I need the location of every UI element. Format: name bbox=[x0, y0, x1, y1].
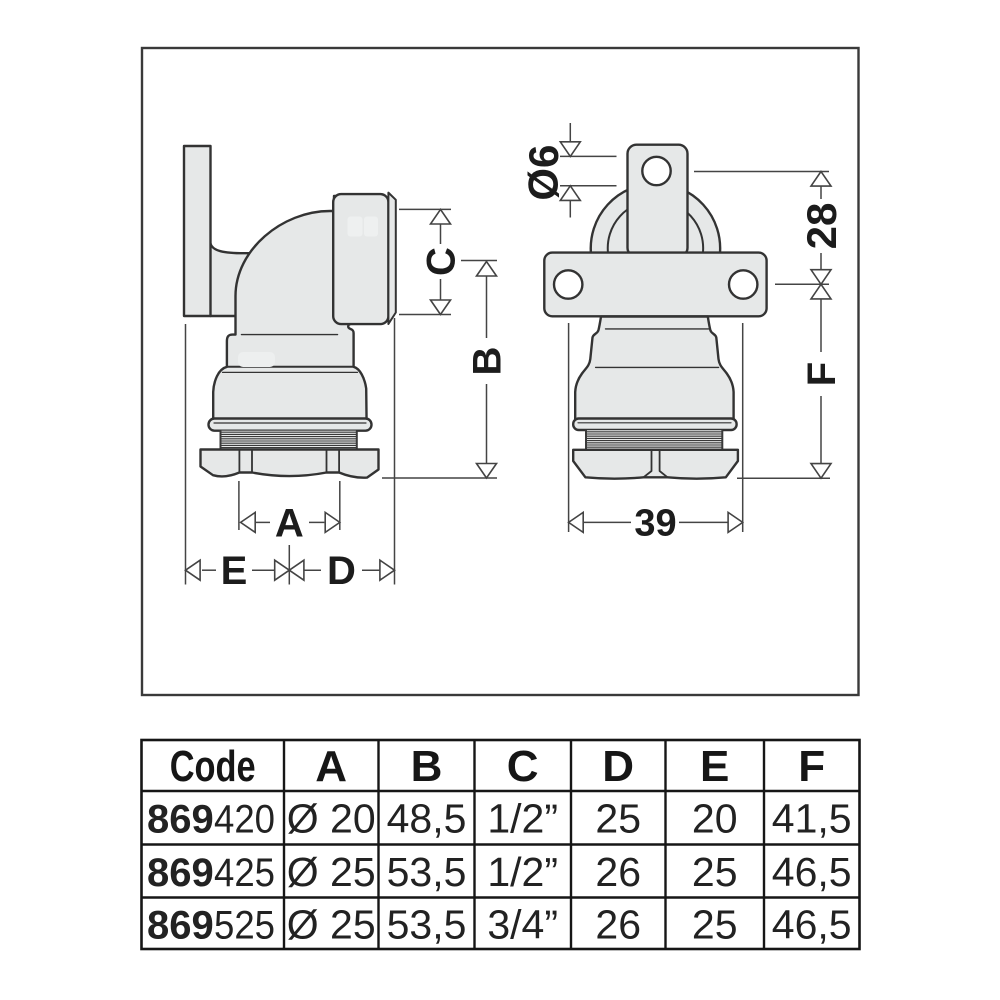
svg-text:420: 420 bbox=[214, 798, 275, 842]
svg-text:26: 26 bbox=[595, 849, 641, 895]
svg-text:525: 525 bbox=[214, 904, 275, 948]
svg-text:E: E bbox=[700, 742, 729, 791]
svg-text:25: 25 bbox=[595, 796, 641, 842]
svg-text:B: B bbox=[411, 742, 443, 791]
svg-text:25: 25 bbox=[692, 849, 738, 895]
svg-text:Ø 25: Ø 25 bbox=[287, 902, 376, 948]
svg-text:53,5: 53,5 bbox=[387, 902, 467, 948]
svg-text:425: 425 bbox=[214, 851, 275, 895]
svg-text:E: E bbox=[221, 549, 248, 593]
svg-text:1/2”: 1/2” bbox=[487, 849, 558, 895]
svg-text:48,5: 48,5 bbox=[387, 796, 467, 842]
svg-text:53,5: 53,5 bbox=[387, 849, 467, 895]
svg-text:C: C bbox=[420, 247, 464, 276]
svg-text:Ø6: Ø6 bbox=[520, 145, 567, 201]
svg-text:46,5: 46,5 bbox=[772, 902, 852, 948]
svg-text:25: 25 bbox=[692, 902, 738, 948]
svg-text:869: 869 bbox=[147, 851, 214, 895]
svg-text:D: D bbox=[602, 742, 634, 791]
svg-text:1/2”: 1/2” bbox=[487, 796, 558, 842]
svg-text:39: 39 bbox=[634, 503, 676, 545]
svg-text:20: 20 bbox=[692, 796, 738, 842]
svg-text:41,5: 41,5 bbox=[772, 796, 852, 842]
svg-text:F: F bbox=[798, 742, 825, 791]
svg-text:Code: Code bbox=[170, 742, 256, 791]
svg-text:3/4”: 3/4” bbox=[487, 902, 558, 948]
svg-text:A: A bbox=[315, 742, 347, 791]
svg-text:26: 26 bbox=[595, 902, 641, 948]
svg-text:28: 28 bbox=[798, 203, 845, 250]
svg-text:Ø 20: Ø 20 bbox=[287, 796, 376, 842]
svg-text:B: B bbox=[466, 347, 510, 376]
svg-text:Ø 25: Ø 25 bbox=[287, 849, 376, 895]
svg-text:46,5: 46,5 bbox=[772, 849, 852, 895]
svg-text:869: 869 bbox=[147, 904, 214, 948]
svg-text:A: A bbox=[275, 501, 304, 545]
svg-text:869: 869 bbox=[147, 798, 214, 842]
svg-text:F: F bbox=[800, 362, 844, 386]
svg-text:D: D bbox=[327, 549, 356, 593]
svg-text:C: C bbox=[507, 742, 539, 791]
